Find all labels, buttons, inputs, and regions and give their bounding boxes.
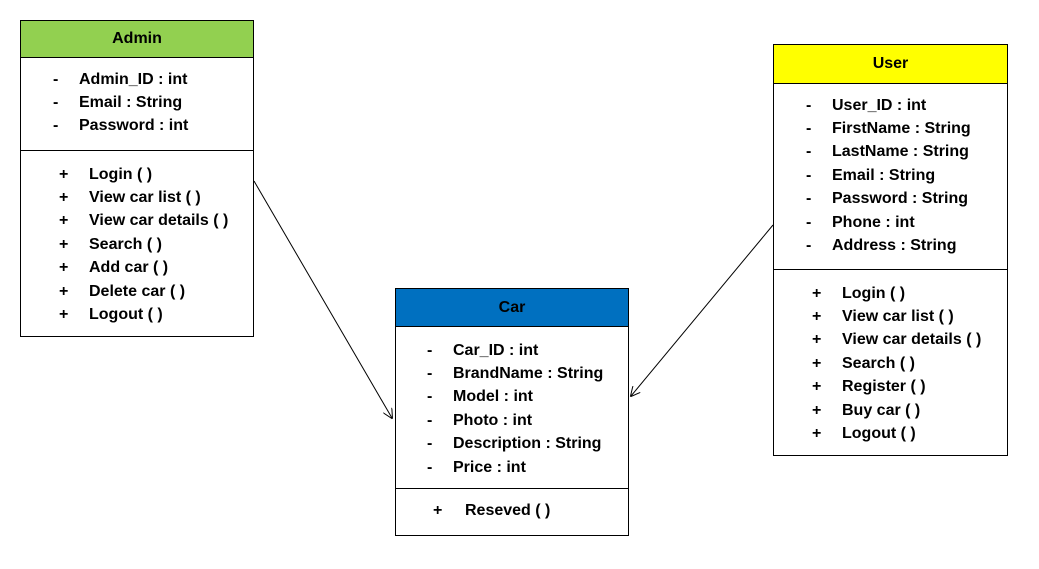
attribute-text: Email : String	[79, 94, 183, 112]
operation-text: Search ( )	[842, 354, 915, 372]
user-class-box: User -User_ID : int -FirstName : String …	[773, 44, 1008, 456]
attribute-text: Password : String	[832, 190, 969, 208]
operation-row: +Login ( )	[812, 284, 906, 302]
attribute-text: Email : String	[832, 166, 936, 184]
operation-text: Reseved ( )	[465, 501, 551, 519]
admin-to-car-arrow	[253, 180, 392, 418]
user-class-name: User	[774, 45, 1007, 84]
operation-row: +Buy car ( )	[812, 401, 921, 419]
operation-row: +Reseved ( )	[433, 501, 551, 519]
operation-text: Buy car ( )	[842, 401, 921, 419]
admin-operations: +Login ( ) +View car list ( ) +View car …	[21, 151, 253, 327]
operation-row: +Logout ( )	[59, 306, 163, 324]
operation-row: +Delete car ( )	[59, 282, 186, 300]
user-to-car-arrow	[631, 224, 774, 396]
admin-class-box: Admin -Admin_ID : int -Email : String -P…	[20, 20, 254, 337]
attribute-text: Model : int	[453, 388, 533, 406]
operation-row: +View car list ( )	[59, 189, 201, 207]
car-attributes: -Car_ID : int -BrandName : String -Model…	[396, 327, 628, 489]
attribute-text: Address : String	[832, 237, 957, 255]
attribute-text: Car_ID : int	[453, 341, 539, 359]
user-attributes: -User_ID : int -FirstName : String -Last…	[774, 84, 1007, 270]
attribute-text: Price : int	[453, 458, 526, 476]
car-class-box: Car -Car_ID : int -BrandName : String -M…	[395, 288, 629, 536]
operation-text: View car list ( )	[89, 189, 201, 207]
attribute-row: -BrandName : String	[427, 365, 604, 383]
admin-class-name: Admin	[21, 21, 253, 58]
attribute-row: -Photo : int	[427, 411, 533, 429]
operation-text: Logout ( )	[89, 306, 163, 324]
operation-row: +Search ( )	[812, 354, 915, 372]
attribute-text: User_ID : int	[832, 96, 927, 114]
attribute-row: -Car_ID : int	[427, 341, 539, 359]
attribute-row: -Model : int	[427, 388, 533, 406]
attribute-row: -Password : int	[53, 117, 189, 135]
attribute-row: -Description : String	[427, 435, 602, 453]
operation-row: +View car details ( )	[59, 212, 229, 230]
operation-row: +View car details ( )	[812, 331, 982, 349]
attribute-row: -Password : String	[806, 190, 969, 208]
operation-text: Add car ( )	[89, 259, 169, 277]
attribute-text: FirstName : String	[832, 120, 971, 138]
operation-text: View car details ( )	[842, 331, 982, 349]
operation-row: +View car list ( )	[812, 308, 954, 326]
operation-text: View car list ( )	[842, 308, 954, 326]
operation-text: Login ( )	[842, 284, 906, 302]
operation-text: Delete car ( )	[89, 282, 186, 300]
operation-row: +Register ( )	[812, 378, 926, 396]
attribute-text: BrandName : String	[453, 365, 604, 383]
attribute-row: -Price : int	[427, 458, 526, 476]
user-operations: +Login ( ) +View car list ( ) +View car …	[774, 270, 1007, 446]
operation-text: Search ( )	[89, 235, 162, 253]
attribute-text: Admin_ID : int	[79, 70, 188, 88]
attribute-text: Phone : int	[832, 213, 915, 231]
admin-attributes: -Admin_ID : int -Email : String -Passwor…	[21, 58, 253, 151]
attribute-text: Photo : int	[453, 411, 533, 429]
attribute-row: -Address : String	[806, 237, 957, 255]
operation-row: +Add car ( )	[59, 259, 169, 277]
operation-text: View car details ( )	[89, 212, 229, 230]
attribute-row: -Email : String	[53, 94, 183, 112]
attribute-text: Description : String	[453, 435, 602, 453]
operation-text: Logout ( )	[842, 425, 916, 443]
operation-row: +Logout ( )	[812, 425, 916, 443]
operation-row: +Login ( )	[59, 165, 153, 183]
operation-text: Register ( )	[842, 378, 926, 396]
operation-row: +Search ( )	[59, 235, 162, 253]
attribute-row: -FirstName : String	[806, 120, 971, 138]
attribute-row: -Phone : int	[806, 213, 915, 231]
operation-text: Login ( )	[89, 165, 153, 183]
attribute-text: LastName : String	[832, 143, 969, 161]
car-class-name: Car	[396, 289, 628, 327]
attribute-row: -User_ID : int	[806, 96, 927, 114]
attribute-row: -Admin_ID : int	[53, 70, 188, 88]
car-operations: +Reseved ( )	[396, 489, 628, 522]
attribute-row: -LastName : String	[806, 143, 969, 161]
attribute-row: -Email : String	[806, 166, 936, 184]
attribute-text: Password : int	[79, 117, 189, 135]
